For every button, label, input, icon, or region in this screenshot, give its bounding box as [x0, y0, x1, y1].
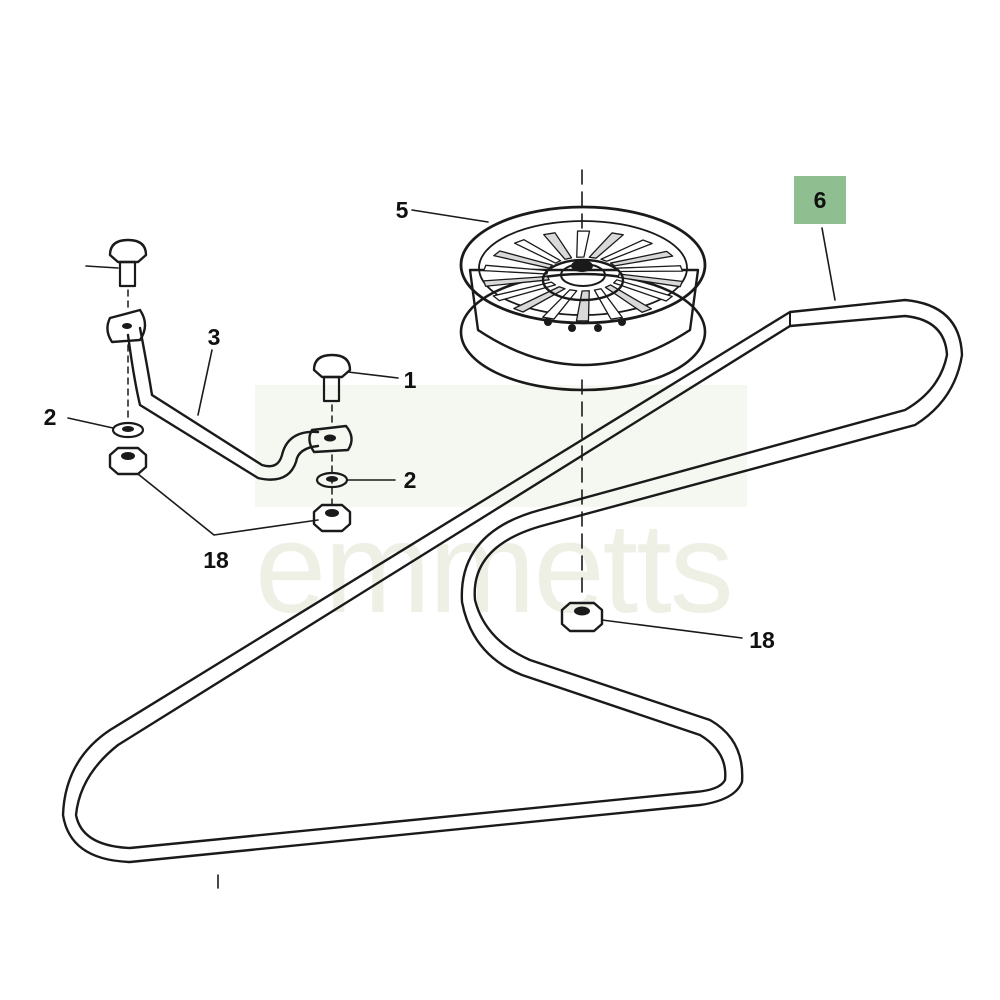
callout-6[interactable]: 6	[814, 187, 827, 213]
hex-nut-left	[108, 446, 148, 476]
pulley-spoke	[593, 288, 623, 320]
pulley-spoke	[543, 232, 573, 260]
leader-2-left	[67, 417, 114, 429]
pulley-lower-flange	[459, 272, 707, 392]
callout-3[interactable]: 3	[208, 324, 221, 350]
bracket-left-hole	[122, 323, 132, 329]
pulley-spoke	[600, 239, 653, 262]
pulley-spoke	[493, 250, 553, 269]
leader-5	[411, 209, 489, 223]
leader-1	[347, 371, 399, 379]
belt-outer-edge	[61, 298, 964, 864]
pulley-spoke	[576, 230, 591, 258]
lock-washer-left	[111, 421, 145, 439]
bracket-arm-upper	[138, 326, 320, 468]
pulley-spoke	[613, 279, 673, 302]
pulley-bore	[571, 260, 593, 272]
pulley-groove	[468, 268, 700, 367]
pulley-spoke	[482, 275, 550, 287]
leader-6	[821, 227, 836, 301]
pulley-spoke	[513, 239, 562, 264]
pulley-hole	[618, 318, 626, 326]
pulley-spoke	[483, 264, 549, 275]
pulley-hub	[541, 258, 625, 302]
callout-18-left[interactable]: 18	[203, 547, 229, 573]
callout-labels: 6 5 3 1 2 2 18 18	[44, 176, 846, 653]
pulley-spoke	[542, 289, 578, 320]
pulley-spoke	[609, 250, 674, 267]
pulley-upper-flange	[459, 205, 707, 325]
bracket-left-tab	[106, 308, 147, 344]
leader-bolt-left	[85, 265, 119, 269]
pulley-spoke	[575, 290, 590, 322]
callout-18-right[interactable]: 18	[749, 627, 775, 653]
leader-18-left	[137, 473, 319, 536]
idler-pulley	[459, 205, 707, 392]
carriage-bolt-left	[108, 238, 148, 421]
leader-18-right	[601, 619, 743, 639]
highlight-box-6	[794, 176, 846, 224]
watermark-text: emmetts	[255, 497, 732, 640]
idler-bracket	[106, 308, 353, 481]
bolt-shank	[118, 260, 137, 288]
bracket-right-hole	[324, 434, 336, 442]
belt-inner-edge	[74, 314, 949, 850]
callout-2-right[interactable]: 2	[404, 467, 417, 493]
pulley-spokes	[482, 230, 684, 322]
bracket-right-tab	[308, 424, 353, 454]
bracket-arm-lower	[126, 333, 320, 481]
pulley-spoke	[492, 281, 557, 302]
bolt-shank	[322, 375, 341, 403]
hex-nut-pulley	[560, 601, 604, 633]
leader-3	[197, 349, 213, 416]
callout-5[interactable]: 5	[396, 197, 409, 223]
bolt-head	[312, 353, 352, 379]
bolt-head	[108, 238, 148, 264]
hex-nut-right	[312, 503, 352, 533]
callout-1[interactable]: 1	[404, 367, 417, 393]
lock-washer-right	[315, 471, 349, 489]
pulley-spoke	[616, 265, 684, 273]
pulley-spoke	[617, 273, 683, 288]
pulley-spoke	[588, 232, 624, 259]
callout-2-left[interactable]: 2	[44, 404, 57, 430]
pulley-hole	[594, 324, 602, 332]
pulley-hole	[568, 324, 576, 332]
drive-belt	[61, 298, 964, 864]
pulley-hole	[544, 318, 552, 326]
leader-lines	[67, 209, 836, 639]
